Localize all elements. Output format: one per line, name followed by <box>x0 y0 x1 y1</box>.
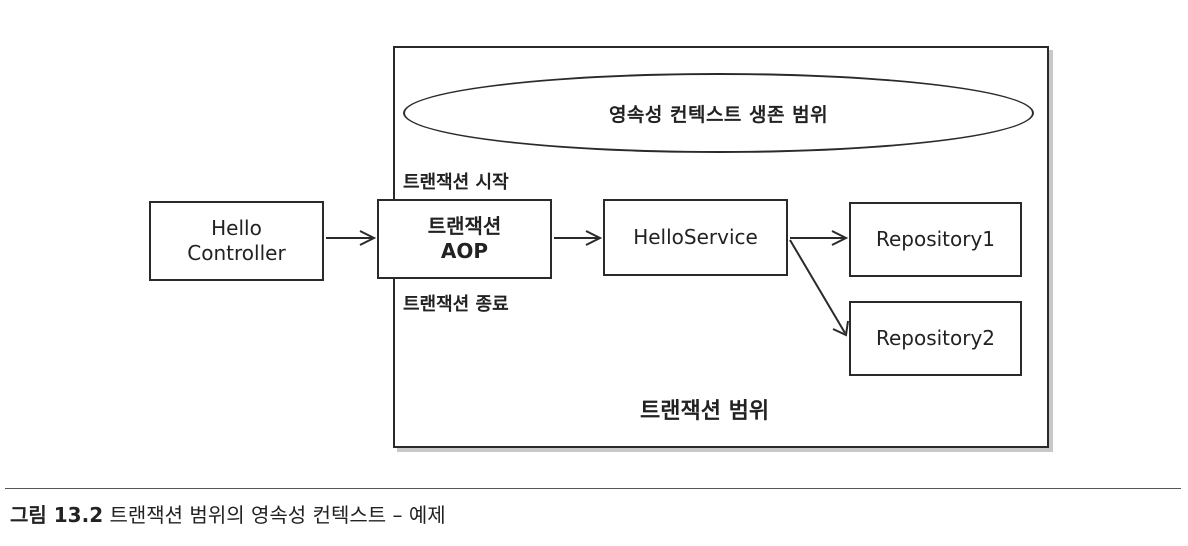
transaction-scope-label: 트랜잭션 범위 <box>640 399 770 424</box>
service-to-repository2-arrow <box>789 239 846 334</box>
persistence-context-scope-ellipse: 영속성 컨텍스트 생존 범위 <box>403 73 1034 153</box>
controller-to-aop-arrowhead <box>359 230 377 246</box>
service-to-repository2-arrowhead <box>832 320 849 337</box>
hello-controller-line2: Controller <box>187 241 286 265</box>
repository1-label: Repository1 <box>875 227 996 251</box>
repository2-label: Repository2 <box>875 326 996 350</box>
service-to-repository1-arrowhead <box>831 230 849 246</box>
figure-number: 그림 13.2 <box>10 503 104 527</box>
persistence-context-scope-label: 영속성 컨텍스트 생존 범위 <box>608 103 829 126</box>
hello-service-node: HelloService <box>603 199 788 276</box>
transaction-start-label: 트랜잭션 시작 <box>403 172 509 193</box>
hello-service-label: HelloService <box>633 225 758 249</box>
transaction-end-label: 트랜잭션 종료 <box>403 294 509 315</box>
hello-controller-node: Hello Controller <box>149 201 324 281</box>
aop-to-service-arrowhead <box>585 230 603 246</box>
repository1-node: Repository1 <box>849 202 1022 277</box>
transaction-aop-node: 트랜잭션 AOP <box>377 199 552 279</box>
transaction-aop-line1: 트랜잭션 <box>427 214 502 238</box>
repository2-node: Repository2 <box>849 301 1022 376</box>
figure-caption-text: 트랜잭션 범위의 영속성 컨텍스트 – 예제 <box>109 503 446 527</box>
transaction-aop-line2: AOP <box>440 239 489 263</box>
caption-divider <box>5 488 1181 489</box>
figure-caption: 그림 13.2 트랜잭션 범위의 영속성 컨텍스트 – 예제 <box>10 499 446 528</box>
hello-controller-line1: Hello <box>211 216 262 240</box>
